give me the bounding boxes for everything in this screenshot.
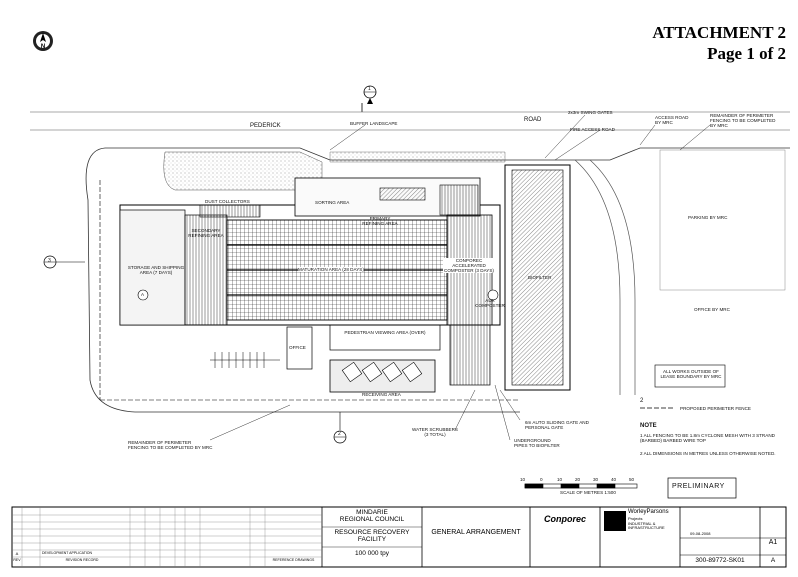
section-1-label: 1: [368, 86, 371, 92]
drawing-title: GENERAL ARRANGEMENT: [431, 529, 521, 536]
scale-tick: 0: [540, 477, 543, 482]
svg-text:N: N: [41, 44, 45, 50]
drawing-number: 300-89772-SK01: [695, 557, 745, 564]
primary-refining-label: PRIMARY REFINING AREA: [362, 216, 398, 226]
pedestrian-viewing-label: PEDESTRIAN VIEWING AREA (OVER): [344, 330, 426, 335]
wp-sub-3: INFRASTRUCTURE: [628, 525, 665, 530]
rev-desc-a: DEVELOPMENT APPLICATION: [42, 551, 93, 555]
access-road-label: ACCESS ROAD BY MRC: [655, 115, 689, 125]
project-name: RESOURCE RECOVERY FACILITY: [322, 529, 422, 543]
maturation-area-label: MATURATION AREA (28 DAYS): [298, 267, 364, 272]
rev-col-desc: REVISION RECORD: [65, 558, 99, 562]
wp-sub-2: INDUSTRIAL &: [628, 520, 656, 526]
scale-ticks: 10 0 10 20 30 40 50: [520, 477, 645, 483]
works-outside-label: ALL WORKS OUTSIDE OF LEASE BOUNDARY BY M…: [660, 369, 722, 379]
scale-tick: 20: [575, 477, 581, 482]
sorting-area-label: SORTING AREA: [315, 200, 350, 205]
preliminary-stamp: PRELIMINARY: [672, 483, 725, 490]
project-line-2: FACILITY: [357, 536, 387, 543]
perimeter-fencing-bottom-label: REMAINDER OF PERIMETER FENCING TO BE COM…: [128, 440, 213, 450]
swing-gates-label: 2x3m SWING GATES: [568, 110, 613, 115]
scale-text: SCALE OF METRES 1:500: [560, 490, 616, 495]
scale-tick: 40: [611, 477, 617, 482]
section-3-label: 3: [48, 258, 51, 264]
underground-pipes-label: UNDERGROUND PIPES TO BIOFILTER: [514, 438, 560, 448]
date: 09-08-2008: [690, 531, 711, 536]
section-2-label: 2: [338, 431, 341, 437]
conporec-logo: Conporec: [543, 514, 586, 524]
section-marker-top: [361, 85, 377, 112]
fire-access-road-label: FIRE ACCESS ROAD: [570, 127, 615, 132]
scale-tick: 10: [520, 477, 526, 482]
reference-drawings: REFERENCE DRAWINGS: [272, 558, 315, 562]
parking-label: PARKING BY MRC: [688, 215, 728, 220]
scale-tick: 30: [593, 477, 599, 482]
pederick-label: PEDERICK: [250, 123, 281, 129]
scale-tick: 10: [557, 477, 563, 482]
wp-subtitle: Projects INDUSTRIAL & INFRASTRUCTURE: [628, 516, 680, 531]
office-mrc-label: OFFICE BY MRC: [694, 307, 730, 312]
biofilter-label: BIOFILTER: [528, 275, 552, 280]
note-1: 1 ALL FENCING TO BE 1.8m CYCLONE MESH WI…: [640, 433, 775, 443]
attachment-title: ATTACHMENT 2: [652, 23, 786, 42]
wp-sub-1: Projects: [628, 516, 643, 521]
rev-col-rev: REV: [13, 558, 21, 562]
conporec-composter-label: CONPOREC ACCELERATED COMPOSTER (3 DAYS): [443, 258, 495, 273]
worleyparsons-logo: WorleyParsons: [628, 509, 669, 515]
storage-shipping-label: STORAGE AND SHIPPING AREA (7 DAYS): [127, 265, 185, 275]
note-title: NOTE: [640, 423, 657, 429]
receiving-area-label: RECEIVING AREA: [362, 392, 401, 397]
north-arrow-icon: N: [32, 30, 54, 52]
secondary-refining-label: SECONDARY REFINING AREA: [188, 228, 224, 238]
client-name: MINDARIE REGIONAL COUNCIL: [322, 509, 422, 523]
road-label: ROAD: [524, 117, 542, 123]
revision: A: [770, 557, 776, 564]
perimeter-fence-legend: PROPOSED PERIMETER FENCE: [680, 406, 751, 411]
section-a-label: A: [141, 292, 145, 297]
perimeter-fencing-top-label: REMAINDER OF PERIMETER FENCING TO BE COM…: [710, 113, 776, 128]
capacity: 100 000 tpy: [355, 550, 389, 557]
office-label: OFFICE: [289, 345, 306, 350]
water-scrubbers-label: WATER SCRUBBERS (3 TOTAL): [412, 427, 458, 437]
dust-collectors-label: DUST COLLECTORS: [205, 199, 250, 204]
sheet-size: A1: [768, 539, 778, 546]
client-line-2: REGIONAL COUNCIL: [339, 516, 405, 523]
note-2: 2 ALL DIMENSIONS IN METRES UNLESS OTHERW…: [640, 451, 776, 456]
scale-tick: 50: [629, 477, 635, 482]
buffer-landscape-label: BUFFER LANDSCAPE: [350, 121, 398, 126]
aux-composter-label: AUX COMPOSTER: [475, 298, 505, 308]
rev-row-a: A: [15, 551, 19, 556]
project-line-1: RESOURCE RECOVERY: [334, 529, 410, 536]
page-number: Page 1 of 2: [707, 44, 786, 63]
legend-number: 2: [640, 398, 644, 404]
client-line-1: MINDARIE: [356, 509, 388, 516]
auto-sliding-gate-label: 6m AUTO SLIDING GATE AND PERSONAL GATE: [525, 420, 589, 430]
